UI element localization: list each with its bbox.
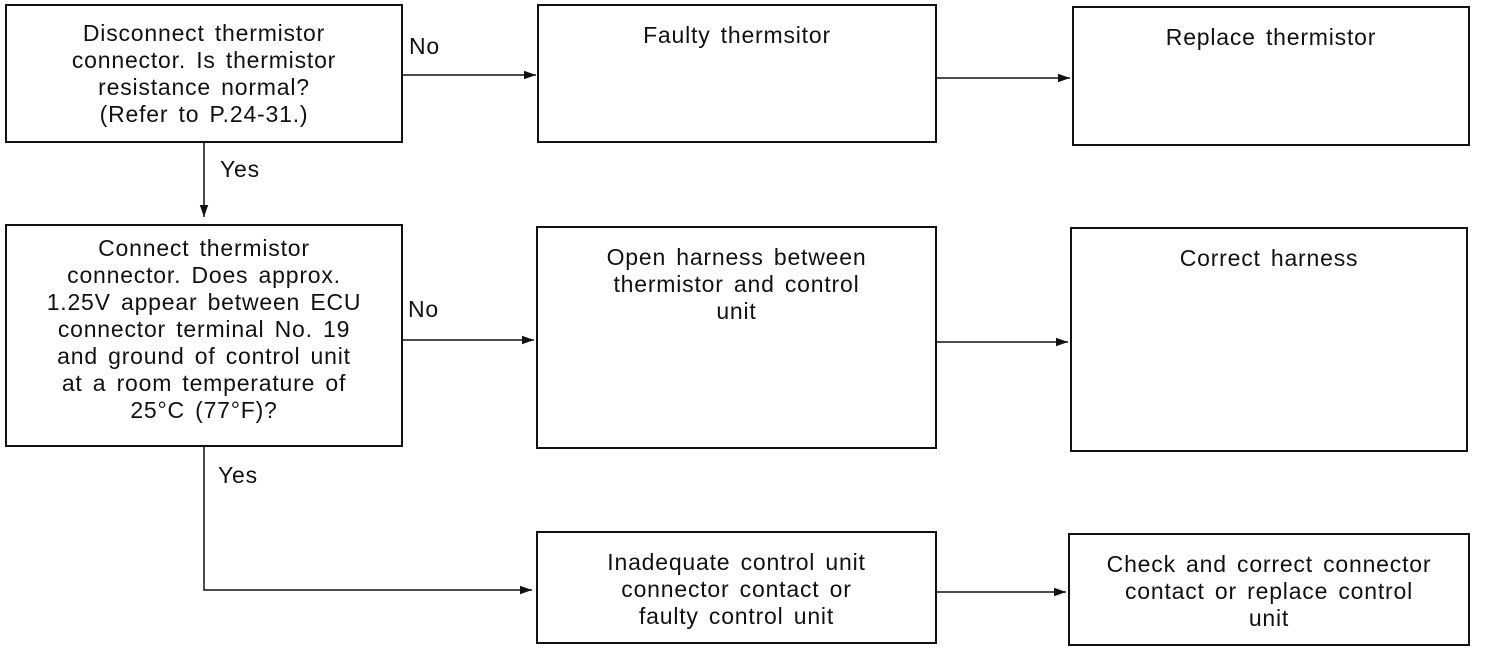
- edge-label-q2-no: No: [408, 296, 440, 322]
- action-text-check-correct-connector: Check and correct connector contact or r…: [1106, 551, 1432, 631]
- decision-box-thermistor-resistance: Disconnect thermistor connector. Is ther…: [5, 4, 403, 143]
- arrow-q2-yes: [203, 447, 532, 595]
- result-text-open-harness: Open harness between thermistor and cont…: [606, 244, 867, 324]
- edge-label-q1-no: No: [409, 33, 441, 59]
- action-box-check-correct-connector: Check and correct connector contact or r…: [1068, 533, 1470, 646]
- result-box-faulty-thermistor: Faulty thermsitor: [537, 4, 937, 143]
- result-box-inadequate-contact: Inadequate control unit connector contac…: [536, 531, 937, 644]
- action-text-correct-harness: Correct harness: [1179, 245, 1359, 271]
- result-text-faulty-thermistor: Faulty thermsitor: [643, 22, 831, 48]
- action-text-replace-thermistor: Replace thermistor: [1165, 24, 1377, 50]
- edge-label-q2-yes: Yes: [218, 462, 258, 488]
- edge-label-q1-yes: Yes: [220, 156, 260, 182]
- action-box-replace-thermistor: Replace thermistor: [1072, 6, 1470, 146]
- decision-text-1: Disconnect thermistor connector. Is ther…: [71, 19, 337, 127]
- result-box-open-harness: Open harness between thermistor and cont…: [536, 226, 937, 449]
- result-text-inadequate-contact: Inadequate control unit connector contac…: [607, 549, 866, 629]
- decision-text-2: Connect thermistor connector. Does appro…: [46, 235, 362, 423]
- decision-box-voltage-check: Connect thermistor connector. Does appro…: [5, 224, 403, 447]
- action-box-correct-harness: Correct harness: [1070, 227, 1468, 452]
